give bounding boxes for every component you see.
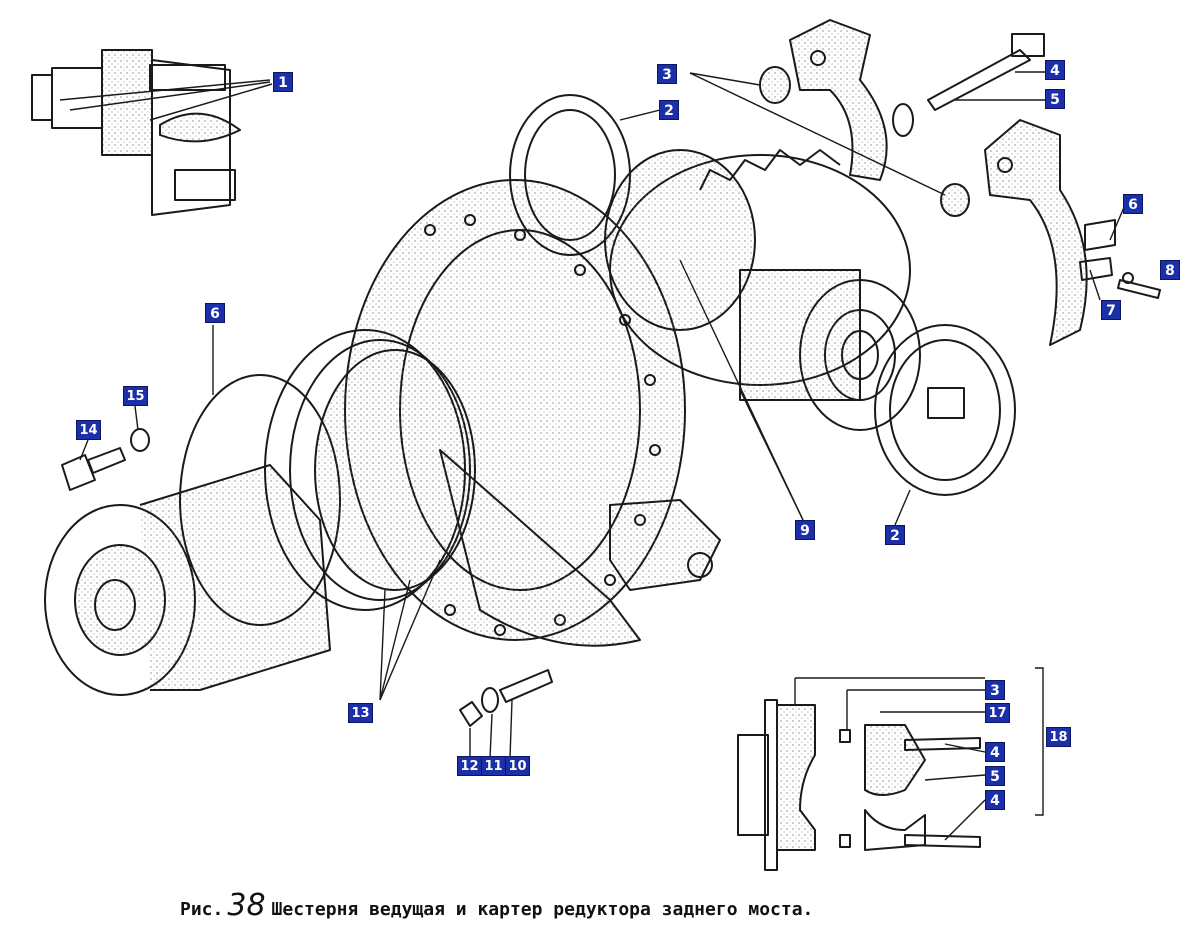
bearing-cap-right <box>984 119 1088 346</box>
callout-12: 12 <box>457 756 482 776</box>
callout-10: 10 <box>505 756 530 776</box>
callout-18: 18 <box>1046 727 1071 747</box>
callout-6: 6 <box>205 303 225 323</box>
bolt-left <box>61 428 150 491</box>
callout-5: 5 <box>1045 89 1065 109</box>
callout-2: 2 <box>659 100 679 120</box>
side-cover <box>609 499 721 591</box>
bevel-gear <box>264 329 476 611</box>
callout-15: 15 <box>123 386 148 406</box>
lock-plate <box>1079 219 1116 281</box>
callout-17: 17 <box>985 703 1010 723</box>
small-bolt <box>1117 272 1161 299</box>
callout-4: 4 <box>1045 60 1065 80</box>
carrier-housing <box>44 374 341 696</box>
pinion-bearing <box>739 269 921 431</box>
figure-number: 38 <box>227 888 266 923</box>
callout-9: 9 <box>795 520 815 540</box>
callout-8: 8 <box>1160 260 1180 280</box>
leader-lines <box>79 71 1126 841</box>
ring-gear <box>604 149 911 386</box>
callout-6: 6 <box>1123 194 1143 214</box>
callout-11: 11 <box>481 756 506 776</box>
callout-1: 1 <box>273 72 293 92</box>
inset-assembly-view <box>31 49 273 216</box>
caption-prefix: Рис. <box>180 899 224 920</box>
bearing-ring-bottom <box>874 324 1016 496</box>
callout-5: 5 <box>985 766 1005 786</box>
bearing-cap-top <box>789 19 914 181</box>
callout-4: 4 <box>985 790 1005 810</box>
callout-7: 7 <box>1101 300 1121 320</box>
stud-nut <box>459 669 553 727</box>
callout-3: 3 <box>657 64 677 84</box>
callout-14: 14 <box>76 420 101 440</box>
callout-2: 2 <box>885 525 905 545</box>
callout-3: 3 <box>985 680 1005 700</box>
bushing <box>759 66 970 217</box>
bolt-top <box>927 33 1045 111</box>
inset-cap-assembly <box>737 699 981 871</box>
callout-13: 13 <box>348 703 373 723</box>
caption-title: Шестерня ведущая и картер редуктора задн… <box>271 899 814 920</box>
callout-4: 4 <box>985 742 1005 762</box>
